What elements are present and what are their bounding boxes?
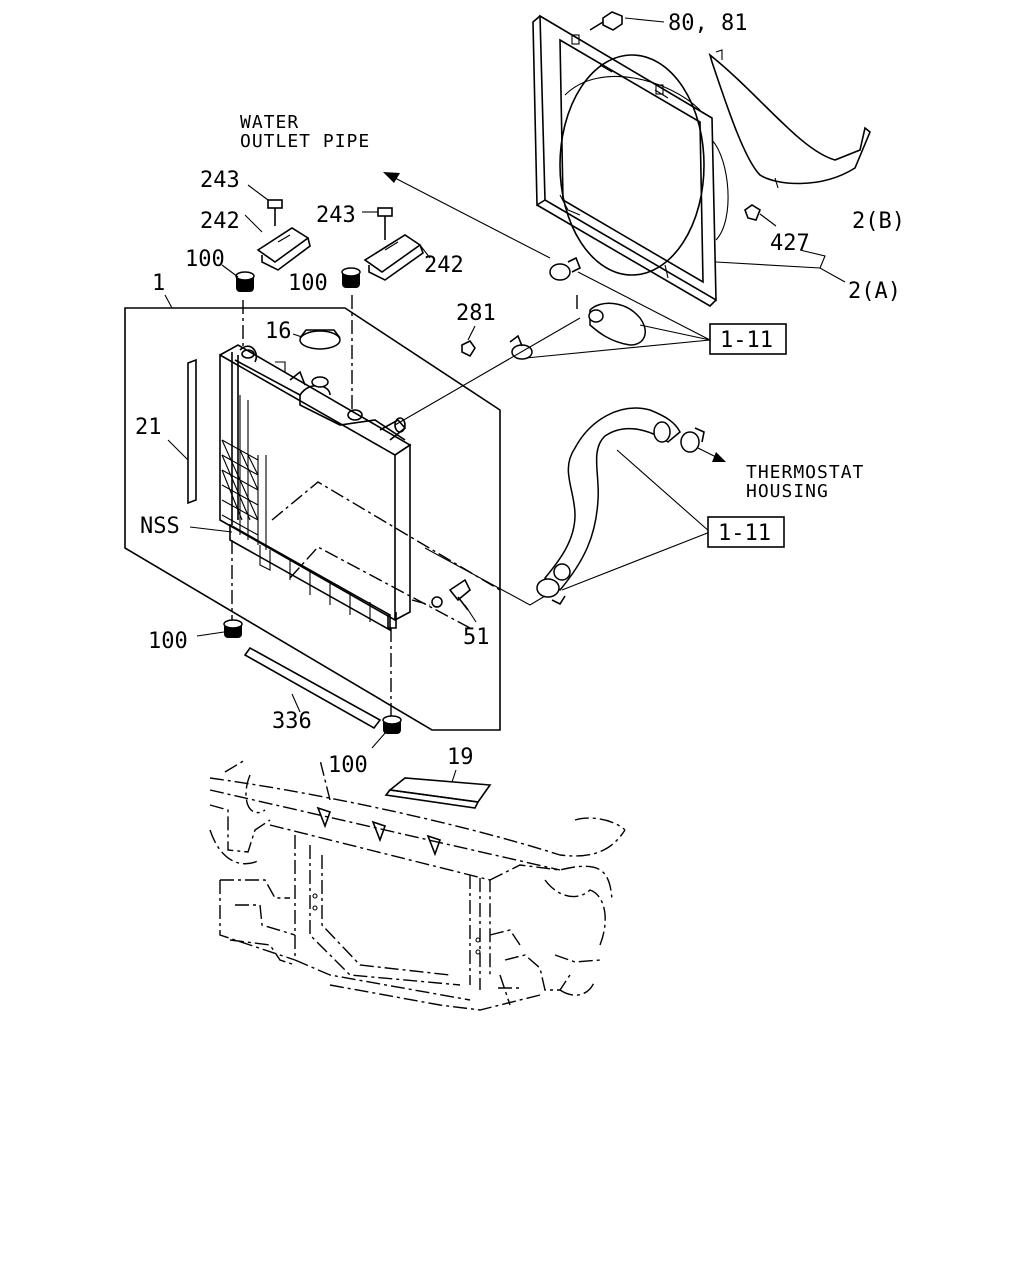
callout-242-right: 242 [424,253,464,278]
upper-hose [588,302,646,346]
callout-100-top-right: 100 [288,271,328,296]
reference-label-top: 1-11 [720,328,773,353]
bolt-243-right [362,207,393,240]
rubber-mount-bottom-left [196,619,243,638]
bracket-242-right [363,234,431,281]
leader-pipe-center [394,317,581,426]
callout-100-bottom-right: 100 [328,753,368,778]
note-thermostat-line1: THERMOSTAT [746,462,864,483]
leader-lower-hose [424,547,546,606]
bolt-243-left [247,184,283,226]
hose-clamp-lower [536,578,566,606]
bolt-80-81 [589,11,665,31]
callout-80-81: 80, 81 [668,11,747,36]
rubber-mount-top-left [221,264,255,292]
callout-2b: 2(B) [852,209,905,234]
assembly-bracket-1 [124,307,501,731]
arrow-to-thermostat [697,447,726,462]
leader-ref-bottom [561,449,711,591]
fan-shroud [532,14,729,308]
callout-281: 281 [456,301,496,326]
leader-1 [164,294,173,309]
radiator-core [219,344,412,632]
leader-2a [715,249,846,283]
hose-clamp-thermostat [680,427,705,453]
vehicle-front-frame [209,759,626,1011]
callout-243-right: 243 [316,203,356,228]
bracket-242-left [244,214,311,271]
callout-1: 1 [152,271,165,296]
rubber-mount-bottom-right [371,715,402,749]
note-water-outlet-line1: WATER [240,112,299,133]
note-thermostat-line2: HOUSING [746,481,829,502]
drain-plug-51 [431,578,477,623]
hose-clamp-upper [549,256,582,281]
reference-box-bottom[interactable] [707,516,785,548]
lower-hose [543,407,681,592]
rubber-mount-top-right [341,267,361,288]
callout-243-left: 243 [200,168,240,193]
lower-shroud [708,49,871,189]
callout-336: 336 [272,709,312,734]
callout-nss: NSS [140,514,180,539]
seal-19 [384,769,492,809]
clip-427 [744,204,777,227]
reference-box-top[interactable] [709,323,787,355]
radiator-cap-16 [292,329,341,388]
callout-427: 427 [770,231,810,256]
callout-51: 51 [463,625,490,650]
reference-label-bottom: 1-11 [718,521,771,546]
callout-2a: 2(A) [848,279,901,304]
callout-16: 16 [265,319,292,344]
seal-21 [167,358,197,505]
callout-242-left: 242 [200,209,240,234]
seal-336 [243,646,382,730]
nut-281 [461,325,476,358]
leader-ref-top [525,271,711,359]
assembly-guide-lines [231,295,578,718]
callout-21: 21 [135,415,162,440]
callout-100-bottom-left: 100 [148,629,188,654]
leader-nss [189,526,233,533]
callout-19: 19 [447,745,474,770]
callout-100-top-left: 100 [185,247,225,272]
note-water-outlet-line2: OUTLET PIPE [240,131,370,152]
arrow-to-water-outlet [383,172,551,259]
